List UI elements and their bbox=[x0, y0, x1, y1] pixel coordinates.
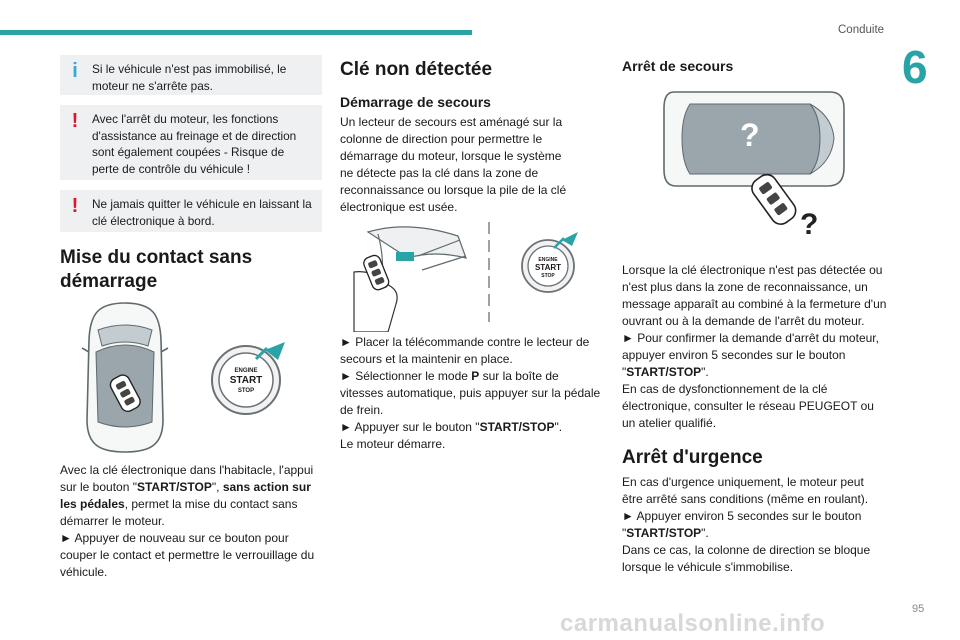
car-with-key-illustration bbox=[81, 302, 169, 453]
stop-label: STOP bbox=[237, 388, 255, 394]
key-reader-illustration bbox=[353, 226, 467, 332]
instruction-list: ► Placer la télécommande contre le lecte… bbox=[340, 335, 601, 451]
start-stop-button-icon bbox=[211, 342, 285, 415]
start-stop-button-figure: ENGINE START STOP bbox=[210, 340, 290, 420]
info-note: i Si le véhicule n'est pas immobilisé, l… bbox=[60, 55, 322, 95]
warning-note: ! Ne jamais quitter le véhicule en laiss… bbox=[60, 190, 322, 232]
warning-note-text: Ne jamais quitter le véhicule en laissan… bbox=[92, 197, 312, 228]
header-accent-bar bbox=[0, 30, 472, 35]
section-heading: Clé non détectée bbox=[340, 59, 493, 80]
warning-note-text: Avec l'arrêt du moteur, les fonctions d'… bbox=[92, 112, 297, 176]
warning-icon: ! bbox=[71, 110, 79, 132]
start-stop-button-figure: ENGINE START STOP bbox=[518, 232, 580, 294]
car-unknown-key-illustration: ? ? bbox=[663, 91, 845, 241]
start-stop-term: START/STOP bbox=[136, 480, 212, 494]
instruction-step: ► Placer la télécommande contre le lecte… bbox=[340, 335, 590, 366]
dashed-divider bbox=[488, 222, 490, 322]
stop-label: STOP bbox=[541, 273, 555, 279]
section-heading: Arrêt d'urgence bbox=[622, 447, 763, 468]
start-stop-button-icon bbox=[521, 232, 578, 293]
section-heading: Mise du contact sans démarrage bbox=[60, 247, 253, 292]
body-paragraph: Avec la clé électronique dans l'habitacl… bbox=[60, 463, 315, 579]
start-stop-term: START/STOP bbox=[626, 526, 702, 540]
question-mark-icon: ? bbox=[740, 117, 760, 153]
question-mark-icon: ? bbox=[800, 208, 818, 241]
result-text: Le moteur démarre. bbox=[340, 437, 446, 451]
body-paragraph: En cas d'urgence uniquement, le moteur p… bbox=[622, 475, 871, 574]
emphasis-text: sans action sur les pédales bbox=[60, 480, 311, 511]
body-paragraph: Lorsque la clé électronique n'est pas dé… bbox=[622, 263, 887, 430]
start-stop-term: START/STOP bbox=[626, 365, 702, 379]
watermark: carmanualsonline.info bbox=[560, 610, 826, 637]
subsection-heading: Arrêt de secours bbox=[622, 58, 734, 74]
start-stop-term: START/STOP bbox=[479, 420, 555, 434]
section-title: Conduite bbox=[838, 24, 885, 36]
start-label: START bbox=[229, 375, 263, 386]
instruction-step: ► Appuyer de nouveau sur ce bouton pour … bbox=[60, 531, 315, 579]
info-icon: i bbox=[72, 60, 78, 82]
body-paragraph: Un lecteur de secours est aménagé sur la… bbox=[340, 115, 567, 214]
chapter-number: 6 bbox=[902, 41, 928, 93]
info-note-text: Si le véhicule n'est pas immobilisé, le … bbox=[92, 62, 287, 93]
gear-mode-term: P bbox=[471, 369, 480, 383]
start-label: START bbox=[534, 263, 562, 272]
page-number: 95 bbox=[912, 603, 925, 615]
warning-icon: ! bbox=[71, 195, 79, 217]
warning-note: ! Avec l'arrêt du moteur, les fonctions … bbox=[60, 105, 322, 180]
subsection-heading: Démarrage de secours bbox=[340, 94, 491, 110]
engine-label: ENGINE bbox=[234, 368, 258, 374]
engine-label: ENGINE bbox=[538, 257, 558, 263]
